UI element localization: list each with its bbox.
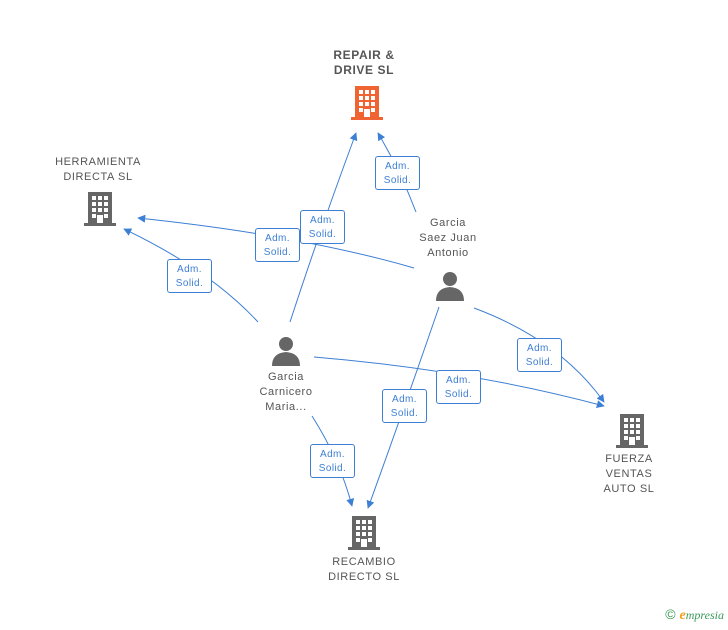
brand-logo-text: mpresia [685, 608, 724, 622]
building-icon[interactable] [84, 190, 116, 226]
edge-role-type: Solid. [390, 408, 419, 419]
company-label-recambio[interactable]: RECAMBIO DIRECTO SL [328, 556, 400, 583]
edge-role-type: Solid. [444, 389, 473, 400]
company-label-fuerza-ventas[interactable]: FUERZA VENTAS AUTO SL [603, 453, 655, 495]
edge-role: Adm. [446, 375, 471, 386]
edge-label-carnicero-herramienta[interactable]: Adm. Solid. [167, 259, 212, 293]
edge-label-carnicero-repair[interactable]: Adm. Solid. [300, 210, 345, 244]
edge-role: Adm. [527, 343, 552, 354]
edge-label-saez-fuerza[interactable]: Adm. Solid. [517, 338, 562, 372]
edge-label-saez-herramienta[interactable]: Adm. Solid. [255, 228, 300, 262]
copyright-icon: © [665, 606, 676, 622]
person-icon[interactable] [435, 271, 465, 301]
footer-brand: ©empresia [665, 606, 724, 624]
building-icon[interactable] [348, 514, 380, 550]
edge-role-type: Solid. [318, 463, 347, 474]
edge-label-carnicero-recambio[interactable]: Adm. Solid. [310, 444, 355, 478]
edge-role: Adm. [392, 394, 417, 405]
edge-role: Adm. [385, 161, 410, 172]
edge-role: Adm. [320, 449, 345, 460]
edge-role-type: Solid. [308, 229, 337, 240]
edge-role-type: Solid. [383, 175, 412, 186]
person-label-garcia-saez[interactable]: Garcia Saez Juan Antonio [419, 217, 477, 259]
edge-label-saez-recambio[interactable]: Adm. Solid. [382, 389, 427, 423]
brand-logo-initial: e [679, 608, 686, 623]
edge-role: Adm. [265, 233, 290, 244]
edge-role-type: Solid. [525, 357, 554, 368]
building-icon[interactable] [616, 412, 648, 448]
person-label-garcia-carnicero[interactable]: Garcia Carnicero Maria... [259, 371, 313, 413]
edge-role-type: Solid. [263, 247, 292, 258]
edge-label-saez-repair[interactable]: Adm. Solid. [375, 156, 420, 190]
edge-role: Adm. [177, 264, 202, 275]
building-icon[interactable] [351, 84, 383, 120]
edge-label-carnicero-fuerza[interactable]: Adm. Solid. [436, 370, 481, 404]
edge-role-type: Solid. [175, 278, 204, 289]
company-label-repair-drive[interactable]: REPAIR & DRIVE SL [333, 48, 395, 77]
edge-role: Adm. [310, 215, 335, 226]
person-icon[interactable] [271, 336, 301, 366]
company-label-herramienta[interactable]: HERRAMIENTA DIRECTA SL [55, 156, 141, 183]
